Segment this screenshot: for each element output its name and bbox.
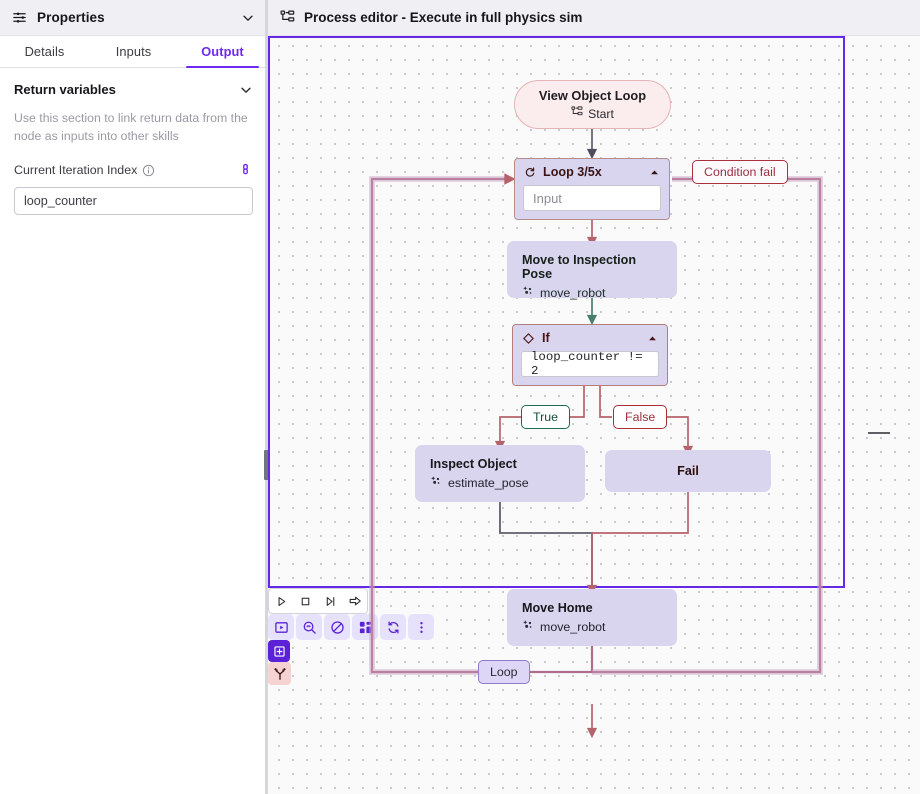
panel-splitter[interactable] bbox=[264, 0, 269, 794]
start-node[interactable]: View Object Loop Start bbox=[514, 80, 671, 129]
return-variables-description: Use this section to link return data fro… bbox=[14, 111, 248, 143]
skill-sparkle-icon bbox=[430, 475, 442, 490]
edge-label-condition-fail[interactable]: Condition fail bbox=[692, 160, 788, 184]
process-canvas[interactable]: View Object Loop Start bbox=[268, 36, 920, 794]
node-halo bbox=[507, 241, 677, 298]
move-to-inspection-pose-node[interactable]: Move to Inspection Pose move_robot bbox=[507, 241, 677, 300]
edge-label-false[interactable]: False bbox=[613, 405, 668, 429]
start-node-subtitle-row: Start bbox=[571, 106, 614, 121]
move-home-title: Move Home bbox=[522, 601, 593, 615]
inspect-object-node[interactable]: Inspect Object estimate_pose bbox=[415, 445, 585, 502]
inspect-object-subtitle: estimate_pose bbox=[448, 475, 529, 490]
loop-node[interactable]: Loop 3/5x Input bbox=[514, 158, 670, 220]
return-variables-title: Return variables bbox=[14, 82, 116, 97]
disable-icon[interactable] bbox=[324, 614, 350, 640]
properties-panel: Properties Details Inputs Output Return … bbox=[0, 0, 269, 794]
tab-output[interactable]: Output bbox=[178, 36, 267, 68]
add-node-button[interactable] bbox=[268, 640, 290, 662]
process-editor: Process editor - Execute in full physics… bbox=[268, 0, 920, 794]
step-forward-icon[interactable] bbox=[318, 589, 343, 613]
more-options-icon[interactable] bbox=[408, 614, 434, 640]
if-condition-field[interactable]: loop_counter != 2 bbox=[521, 350, 659, 378]
properties-panel-title: Properties bbox=[37, 10, 105, 25]
return-variables-header[interactable]: Return variables bbox=[14, 82, 253, 97]
sliders-icon bbox=[10, 9, 28, 27]
inspect-zoom-icon[interactable] bbox=[296, 614, 322, 640]
process-tree-icon bbox=[571, 106, 583, 121]
move-home-subtitle-row: move_robot bbox=[522, 619, 662, 634]
process-tree-icon bbox=[280, 10, 295, 25]
properties-tabs: Details Inputs Output bbox=[0, 36, 267, 68]
return-variables-section: Return variables Use this section to lin… bbox=[0, 68, 267, 215]
run-node-icon[interactable] bbox=[268, 614, 294, 640]
branch-icon[interactable] bbox=[268, 662, 291, 685]
loop-refresh-icon[interactable] bbox=[380, 614, 406, 640]
start-node-subtitle: Start bbox=[588, 106, 614, 121]
skill-sparkle-icon bbox=[522, 619, 534, 634]
edge-layer bbox=[369, 129, 890, 739]
current-iteration-index-row: Current Iteration Index bbox=[14, 163, 253, 178]
chevron-up-icon[interactable] bbox=[647, 333, 658, 344]
node-halo bbox=[605, 450, 771, 492]
stop-icon[interactable] bbox=[294, 589, 319, 613]
inspect-object-title: Inspect Object bbox=[430, 457, 517, 471]
loop-selection-frame bbox=[268, 36, 845, 588]
move-home-node[interactable]: Move Home move_robot bbox=[507, 589, 677, 646]
if-node[interactable]: If loop_counter != 2 bbox=[512, 324, 668, 386]
move-to-inspection-pose-title: Move to Inspection Pose bbox=[522, 253, 637, 281]
tab-inputs[interactable]: Inputs bbox=[115, 44, 152, 59]
move-to-inspection-pose-subtitle: move_robot bbox=[540, 285, 606, 300]
fail-node-title: Fail bbox=[677, 464, 699, 478]
node-toolbar bbox=[268, 614, 920, 640]
loop-node-title: Loop 3/5x bbox=[543, 165, 602, 179]
edge-label-true[interactable]: True bbox=[521, 405, 571, 429]
continue-arrow-icon[interactable] bbox=[343, 589, 368, 613]
play-icon[interactable] bbox=[269, 589, 294, 613]
move-to-inspection-pose-subtitle-row: move_robot bbox=[522, 285, 662, 300]
chevron-down-icon[interactable] bbox=[239, 83, 253, 97]
loop-node-body: Input bbox=[515, 185, 669, 219]
current-iteration-index-label: Current Iteration Index bbox=[14, 163, 138, 178]
if-node-body: loop_counter != 2 bbox=[513, 350, 667, 385]
splitter-grip[interactable] bbox=[264, 450, 269, 480]
if-node-header[interactable]: If bbox=[513, 325, 667, 351]
node-halo bbox=[415, 445, 585, 502]
move-home-subtitle: move_robot bbox=[540, 619, 606, 634]
loop-input-field[interactable]: Input bbox=[523, 185, 661, 211]
tab-details[interactable]: Details bbox=[24, 44, 65, 59]
if-node-title: If bbox=[542, 331, 550, 345]
edge-label-loop[interactable]: Loop bbox=[478, 660, 530, 684]
diamond-icon bbox=[522, 332, 535, 345]
node-halo bbox=[507, 589, 677, 646]
loop-icon bbox=[524, 166, 536, 178]
info-icon[interactable] bbox=[142, 164, 155, 177]
skill-sparkle-icon bbox=[522, 285, 534, 300]
loop-counter-input[interactable]: loop_counter bbox=[14, 186, 253, 215]
playback-toolbar bbox=[268, 588, 368, 614]
link-icon[interactable] bbox=[238, 163, 253, 178]
start-node-title: View Object Loop bbox=[538, 88, 647, 103]
inspect-object-subtitle-row: estimate_pose bbox=[430, 475, 570, 490]
chevron-up-icon[interactable] bbox=[649, 167, 660, 178]
loop-node-header[interactable]: Loop 3/5x bbox=[515, 159, 669, 185]
process-editor-title: Process editor - Execute in full physics… bbox=[304, 10, 583, 25]
fail-node[interactable]: Fail bbox=[605, 450, 771, 492]
process-editor-header: Process editor - Execute in full physics… bbox=[268, 0, 920, 36]
properties-panel-header: Properties bbox=[0, 0, 267, 36]
chevron-down-icon[interactable] bbox=[239, 9, 257, 27]
